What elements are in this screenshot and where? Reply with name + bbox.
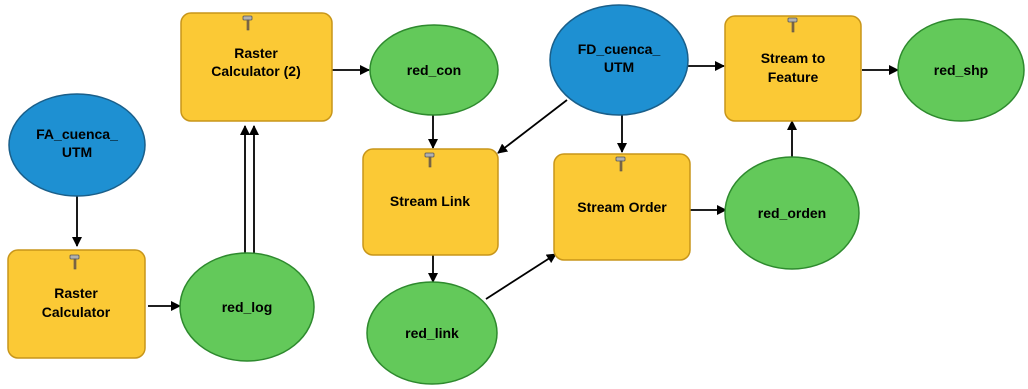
node-label-line-2: UTM (604, 59, 634, 75)
node-label-line-1: FD_cuenca_ (578, 41, 661, 57)
node-red-log[interactable]: red_log (179, 252, 315, 362)
node-label-line-1: Stream Link (390, 193, 470, 209)
node-raster-calculator[interactable]: Raster Calculator (7, 249, 146, 359)
edge-fd-to-stream-link (497, 99, 568, 154)
node-label-line-1: red_link (405, 325, 459, 341)
node-label-line-2: Calculator (42, 304, 111, 320)
node-label-line-1: red_shp (934, 62, 988, 78)
node-red-shp[interactable]: red_shp (897, 18, 1025, 122)
node-stream-order[interactable]: Stream Order (553, 153, 691, 261)
node-stream-to-feature[interactable]: Stream to Feature (724, 15, 862, 122)
node-label-line-1: red_con (407, 62, 461, 78)
node-red-orden[interactable]: red_orden (724, 156, 860, 270)
node-label-line-1: Stream Order (577, 199, 667, 215)
node-stream-link[interactable]: Stream Link (362, 148, 499, 256)
node-label-line-1: Stream to (761, 50, 826, 66)
node-label-line-2: Calculator (2) (211, 63, 300, 79)
node-label-line-1: Raster (234, 45, 278, 61)
edges (72, 61, 899, 311)
node-raster-calculator-2[interactable]: Raster Calculator (2) (180, 12, 333, 122)
node-fd-cuenca-utm[interactable]: FD_cuenca_ UTM (549, 4, 689, 116)
node-label-line-1: FA_cuenca_ (36, 126, 118, 142)
edge-red-link-to-stream-order (485, 253, 557, 300)
node-label-line-2: Feature (768, 69, 819, 85)
node-label-line-1: red_orden (758, 205, 826, 221)
node-fa-cuenca-utm[interactable]: FA_cuenca_ UTM (8, 93, 146, 197)
node-label-line-1: red_log (222, 299, 273, 315)
node-red-con[interactable]: red_con (369, 24, 499, 116)
node-red-link[interactable]: red_link (366, 281, 498, 385)
node-label-line-1: Raster (54, 285, 98, 301)
node-label-line-2: UTM (62, 144, 92, 160)
